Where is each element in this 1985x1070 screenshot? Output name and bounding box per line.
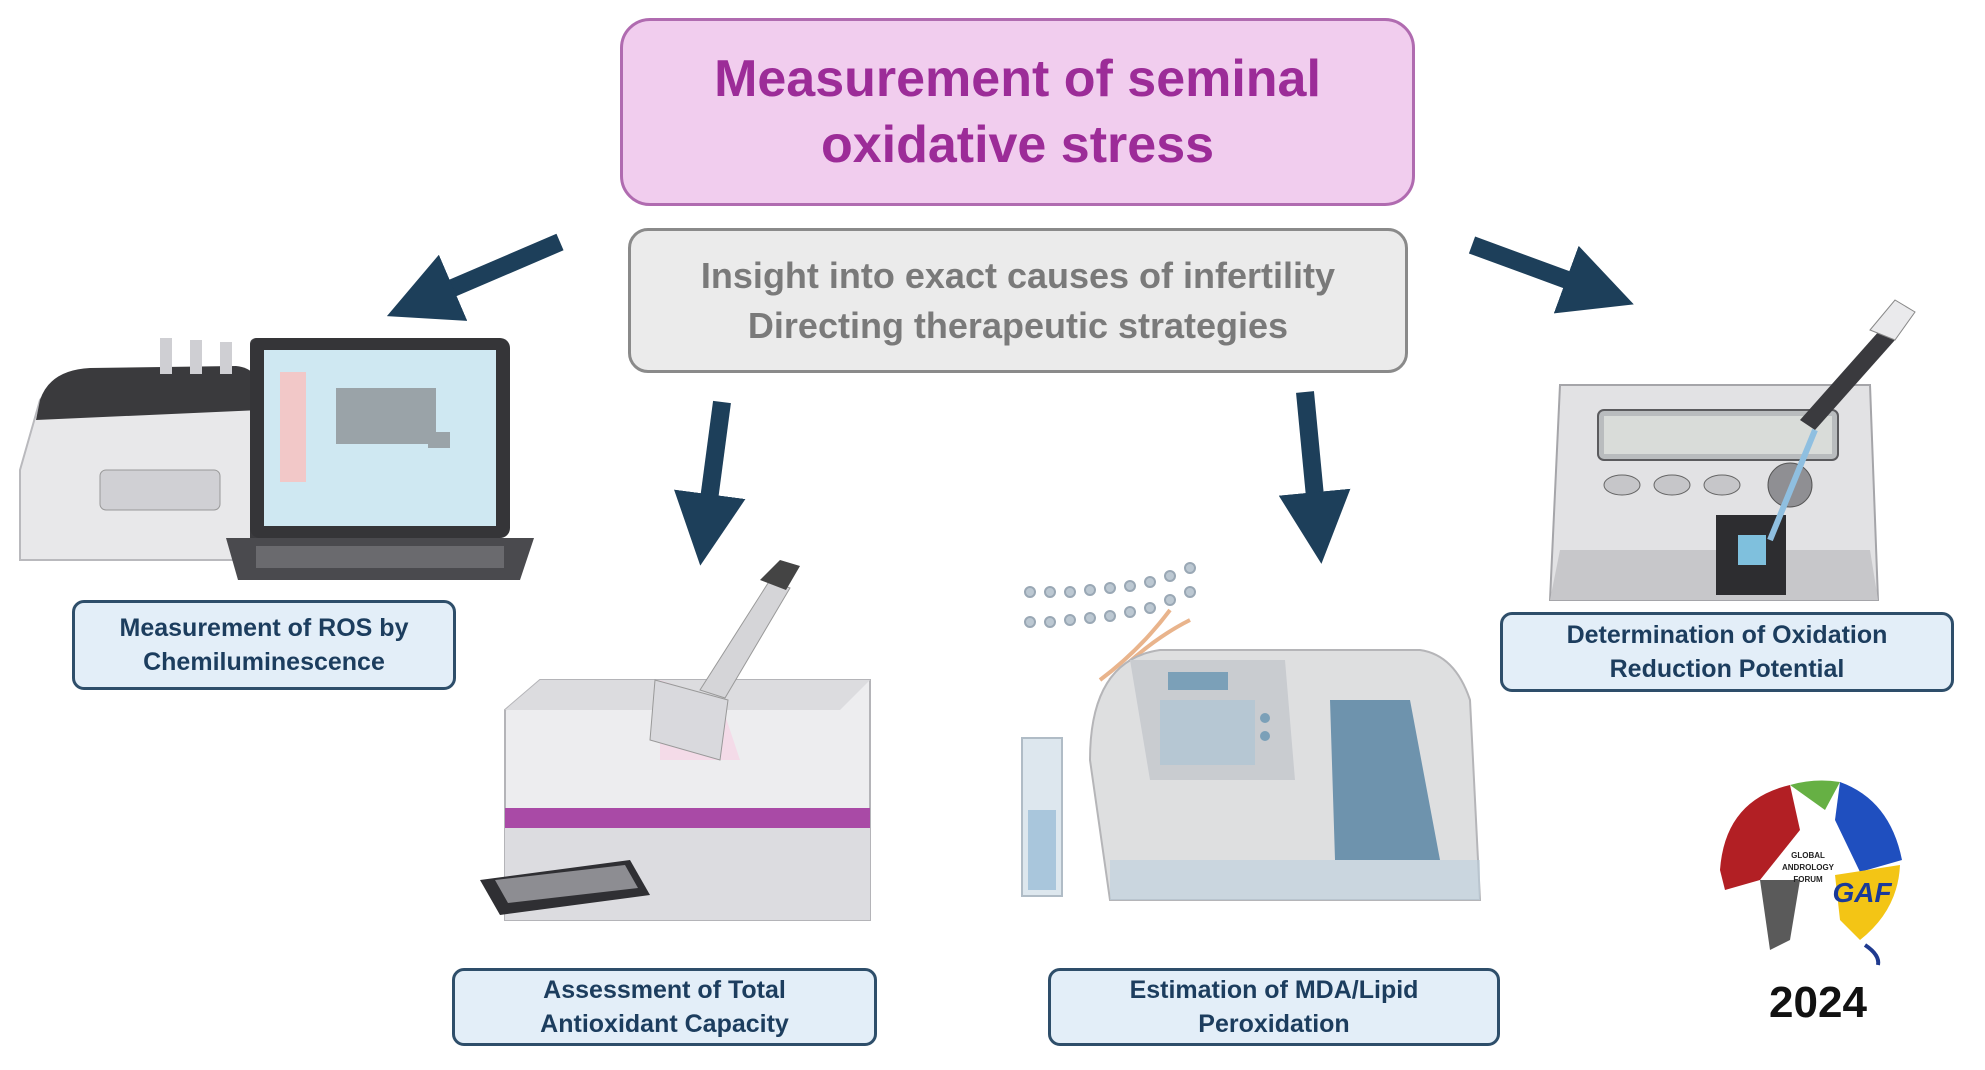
orp-meter-illustration: [1548, 299, 1916, 601]
label-total-antioxidant-capacity: Assessment of Total Antioxidant Capacity: [452, 968, 877, 1046]
chemiluminometer-laptop-illustration: [19, 338, 534, 580]
logo-text-2: ANDROLOGY: [1782, 863, 1835, 872]
label-ros-chemiluminescence: Measurement of ROS by Chemiluminescence: [72, 600, 456, 690]
globe-logo: GLOBAL ANDROLOGY FORUM GAF: [1718, 778, 1902, 966]
title-line-2: oxidative stress: [820, 116, 1215, 174]
label-ros-line-1: Measurement of ROS by: [119, 614, 409, 642]
arrow-to-orp: [1468, 236, 1634, 314]
label-ros-line-2: Chemiluminescence: [143, 648, 385, 676]
title-line-1: Measurement of seminal: [714, 50, 1321, 108]
label-mda-lipid-peroxidation: Estimation of MDA/Lipid Peroxidation: [1048, 968, 1500, 1046]
subtitle-line-1: Insight into exact causes of infertility: [700, 254, 1336, 296]
microplate-reader-illustration: [480, 560, 871, 921]
spectrophotometer-illustration: [1021, 562, 1482, 901]
diagram-title: Measurement of seminal oxidative stress: [620, 18, 1415, 206]
arrow-to-tac: [674, 400, 746, 566]
arrow-to-mda: [1278, 391, 1351, 564]
label-orp-line-1: Determination of Oxidation: [1566, 621, 1888, 649]
logo-mark: GAF: [1832, 877, 1892, 908]
label-oxidation-reduction-potential: Determination of Oxidation Reduction Pot…: [1500, 612, 1954, 692]
logo-year: 2024: [1769, 978, 1867, 1027]
arrow-to-chemiluminescence: [386, 233, 564, 321]
subtitle-box: Insight into exact causes of infertility…: [628, 228, 1408, 373]
label-mda-line-2: Peroxidation: [1198, 1010, 1350, 1038]
logo-text-3: FORUM: [1793, 875, 1823, 884]
label-orp-line-2: Reduction Potential: [1609, 655, 1845, 683]
label-mda-line-1: Estimation of MDA/Lipid: [1129, 976, 1419, 1004]
label-tac-line-1: Assessment of Total: [543, 976, 786, 1004]
label-tac-line-2: Antioxidant Capacity: [540, 1010, 789, 1038]
logo-text-1: GLOBAL: [1791, 851, 1825, 860]
subtitle-line-2: Directing therapeutic strategies: [747, 304, 1289, 346]
